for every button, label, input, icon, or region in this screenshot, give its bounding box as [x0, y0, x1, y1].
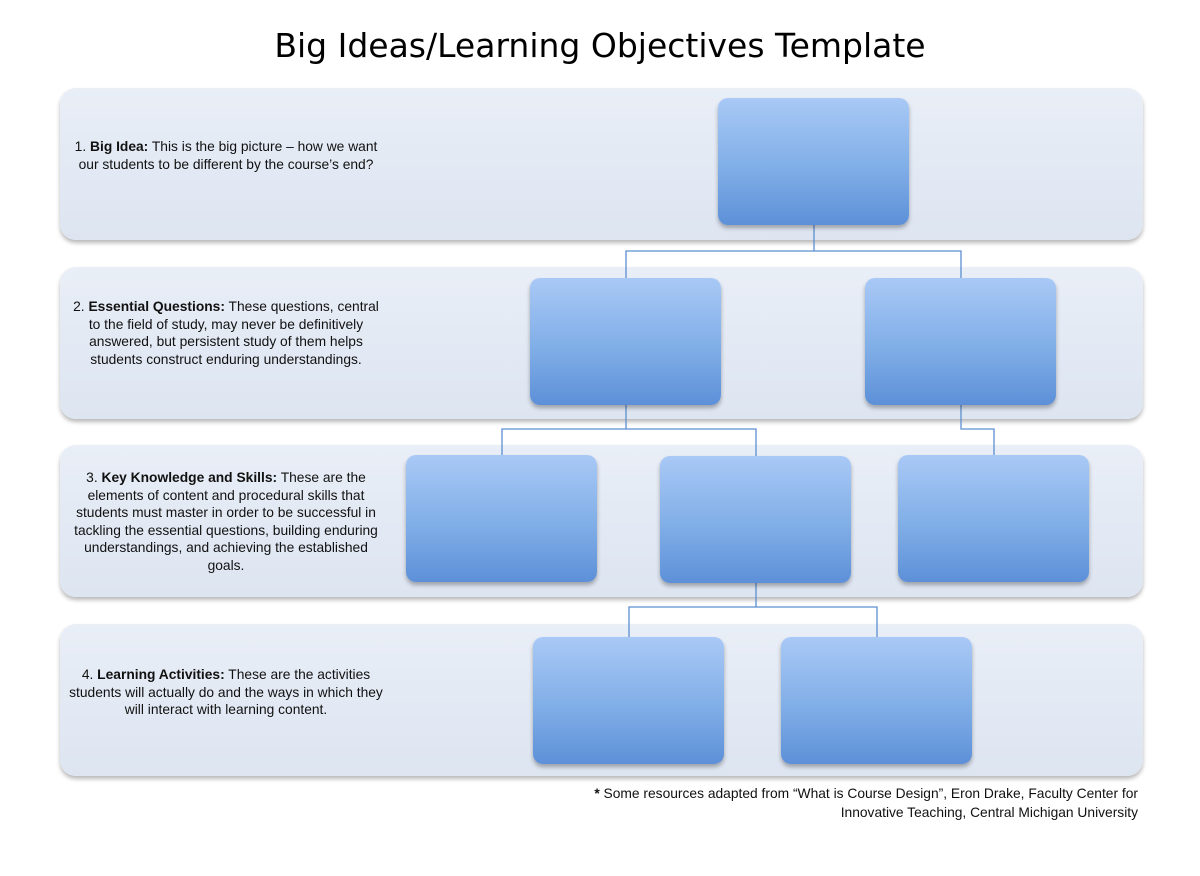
- row-1-text: This is the big picture – how we want ou…: [78, 139, 378, 172]
- row-2-term: Essential Questions:: [88, 299, 225, 314]
- node-essential-question-2[interactable]: [865, 278, 1056, 405]
- footnote-line-1: Some resources adapted from “What is Cou…: [603, 786, 1138, 801]
- footnote: * Some resources adapted from “What is C…: [438, 784, 1138, 822]
- row-2-text: These questions, central to the field of…: [88, 299, 379, 367]
- node-key-knowledge-3[interactable]: [898, 455, 1089, 582]
- connector-skill-2-to-activity-2: [756, 606, 878, 637]
- row-1-number: 1.: [74, 139, 87, 154]
- row-3-description: 3. Key Knowledge and Skills: These are t…: [66, 469, 386, 574]
- connector-big-idea-to-questions: [625, 225, 815, 278]
- node-key-knowledge-1[interactable]: [406, 455, 597, 582]
- row-4-term: Learning Activities:: [97, 667, 225, 682]
- row-1-description: 1. Big Idea: This is the big picture – h…: [66, 138, 386, 173]
- connector-question-1-to-skills: [501, 405, 627, 455]
- connector-question-2-to-skill-3: [960, 405, 995, 455]
- row-1-term: Big Idea:: [90, 139, 149, 154]
- row-3-number: 3.: [86, 470, 98, 485]
- row-4-description: 4. Learning Activities: These are the ac…: [66, 666, 386, 719]
- row-3-term: Key Knowledge and Skills:: [101, 470, 278, 485]
- connector-skill-2-to-activities: [628, 582, 757, 637]
- connector-big-idea-to-question-2: [814, 250, 962, 278]
- row-4-number: 4.: [81, 667, 94, 682]
- node-essential-question-1[interactable]: [530, 278, 721, 405]
- row-2-number: 2.: [73, 299, 85, 314]
- footnote-line-2: Innovative Teaching, Central Michigan Un…: [840, 805, 1138, 820]
- footnote-star: *: [594, 786, 600, 801]
- node-learning-activity-2[interactable]: [781, 637, 972, 764]
- page-title: Big Ideas/Learning Objectives Template: [274, 26, 926, 65]
- row-4-text: These are the activities students will a…: [69, 667, 383, 717]
- row-2-description: 2. Essential Questions: These questions,…: [66, 298, 386, 368]
- node-learning-activity-1[interactable]: [533, 637, 724, 764]
- band-big-idea: [60, 88, 1143, 240]
- node-key-knowledge-2[interactable]: [660, 456, 851, 583]
- row-3-text: These are the elements of content and pr…: [74, 470, 378, 573]
- connector-question-1-to-skill-2: [626, 428, 757, 456]
- node-big-idea[interactable]: [718, 98, 909, 225]
